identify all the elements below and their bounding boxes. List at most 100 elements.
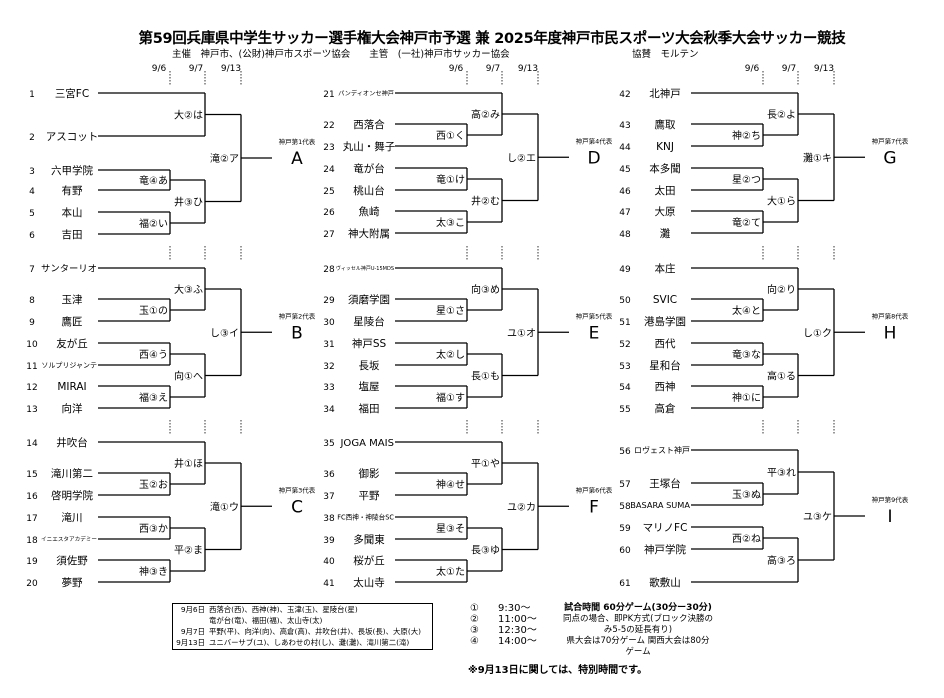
team-name: ソルプリジャンテ [41,362,97,370]
team-number: 58 [619,502,631,512]
slot-number: ② [470,614,479,625]
team-number: 44 [619,143,631,153]
schedule-row: 9月6日西落合(西)、西神(神)、玉津(玉)、星陵台(星) [173,604,432,615]
match-label: 大③ふ [174,283,203,296]
team-name: 星陵台 [353,315,385,328]
team-number: 56 [619,447,631,457]
match-label: ユ②カ [507,501,536,513]
schedule-day [173,615,209,626]
team-number: 57 [619,480,630,490]
team-number: 60 [619,546,631,556]
team-number: 55 [619,405,630,415]
team-name: 高倉 [655,402,676,415]
round-date: 9/6 [745,64,760,74]
team-number: 41 [323,579,334,589]
representative-slot: H [884,323,897,343]
match-label: 長③ゆ [471,545,500,557]
team-name: 大原 [655,205,676,218]
team-name: 本山 [62,206,83,219]
match-label: 竜②て [732,216,761,229]
match-label: 福③え [139,391,168,404]
match-label: 高③ろ [767,554,796,567]
team-name: 本庄 [655,262,676,275]
representative-label: 神戸第5代表 [576,311,613,320]
representative-slot: E [589,323,600,343]
team-number: 61 [619,579,630,589]
team-number: 52 [619,340,630,350]
team-number: 9 [29,318,35,328]
team-number: 16 [26,492,38,502]
team-number: 37 [323,492,334,502]
page-title: 第59回兵庫県中学生サッカー選手権大会神戸市予選 兼 2025年度神戸市民スポー… [138,31,846,47]
schedule-row: 竜が台(竜)、福田(福)、太山寺(太) [173,615,432,626]
schedule-venues: 竜が台(竜)、福田(福)、太山寺(太) [209,616,323,625]
match-label: ユ③ケ [803,511,832,523]
team-number: 45 [619,165,630,175]
match-label: 西①く [436,131,465,142]
team-name: 鷹匠 [62,315,83,328]
match-label: 西④う [139,349,168,361]
match-label: 神①に [732,391,761,404]
schedule-venues: 平野(平)、向洋(向)、高倉(高)、井吹台(井)、長坂(長)、大原(大) [209,627,421,636]
team-number: 46 [619,187,631,197]
slot-number: ④ [470,636,479,647]
team-number: 33 [323,383,334,393]
match-label: 長①も [471,371,500,383]
team-name: マリノFC [643,522,688,534]
representative-label: 神戸第3代表 [279,485,316,494]
team-name: 長坂 [359,360,380,372]
representative-slot: G [883,148,896,168]
team-name: 北神戸 [649,87,681,100]
team-number: 3 [29,167,35,177]
team-name: SVIC [653,294,677,306]
team-name: 井吹台 [56,436,88,449]
match-label: 神②ち [732,129,761,142]
match-label: 福①す [436,391,465,404]
team-name: FC西神・神陵台SC [337,513,394,522]
team-number: 15 [26,470,37,480]
slot-number: ③ [470,625,479,636]
match-label: 玉②お [139,479,168,491]
team-name: JOGA MAIS [339,438,394,449]
team-number: 53 [619,362,630,372]
round-date: 9/7 [189,64,203,74]
round-date: 9/6 [449,64,464,74]
team-name: パンディオンセ神戸 [338,89,394,97]
team-name: 啓明学院 [51,489,93,502]
team-number: 54 [619,383,631,393]
team-name: 神戸学院 [644,543,686,556]
team-name: 御影 [359,467,380,480]
team-number: 34 [323,405,335,415]
team-number: 18 [26,536,38,546]
match-label: 竜③な [732,348,761,361]
match-label: 向②り [767,283,796,296]
match-label: 玉③ぬ [732,489,761,501]
team-name: 港島学園 [644,315,686,328]
team-number: 14 [26,439,38,449]
schedule-day: 9月6日 [180,605,205,614]
slot-time: 11:00～ [498,614,537,625]
team-name: MIRAI [57,381,86,393]
round-date: 9/7 [782,64,796,74]
round-date: 9/7 [486,64,500,74]
team-name: 有野 [62,184,83,197]
sponsor: 協賛 モルテン [632,49,699,60]
team-name: 灘 [660,227,671,240]
match-label: 向③め [471,283,500,296]
team-name: 歌敷山 [649,576,681,589]
team-number: 38 [323,514,335,524]
team-number: 10 [26,340,38,350]
schedule-row: 9月7日平野(平)、向洋(向)、高倉(高)、井吹台(井)、長坂(長)、大原(大) [173,626,432,637]
schedule-venues: ユニバーサブ(ユ)、しあわせの村(し)、灘(灘)、滝川第二(滝) [209,638,410,647]
rules-line: 同点の場合、即PK方式(ブロック決勝の [562,614,714,624]
match-label: し②エ [507,152,536,164]
team-number: 8 [29,296,35,306]
team-number: 30 [323,318,335,328]
team-name: 神戸SS [352,337,387,350]
team-number: 59 [619,524,631,534]
match-label: し③イ [210,327,239,339]
organizers: 主催 神戸市、(公財)神戸市スポーツ協会 主管 (一社)神戸市サッカー協会 [172,49,510,60]
team-name: 桜が丘 [353,554,385,567]
team-name: BASARA SUMA [630,500,690,510]
